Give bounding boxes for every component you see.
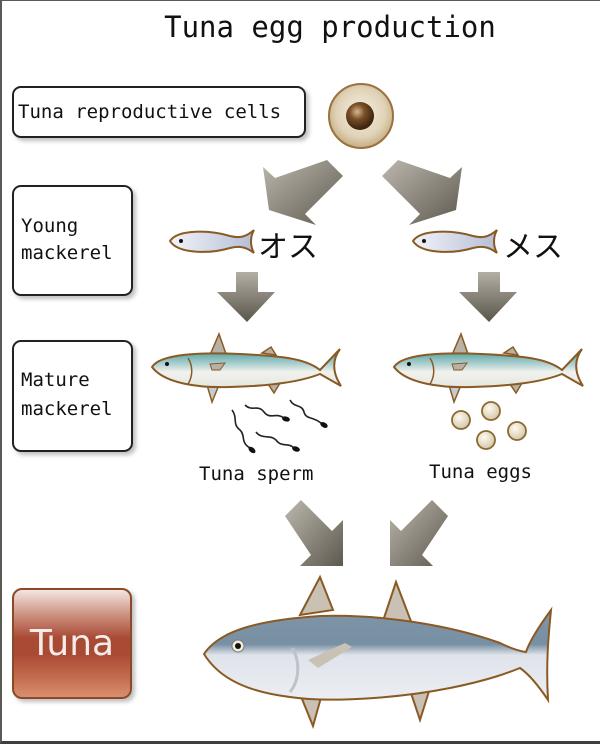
young-mackerel-icon	[168, 229, 255, 254]
label-mature-line2: mackerel	[21, 398, 113, 420]
eggs-caption: Tuna eggs	[429, 461, 532, 483]
arrow-icon	[263, 160, 343, 225]
mature-mackerel-icon	[150, 331, 342, 405]
sperm-caption: Tuna sperm	[199, 463, 314, 485]
label-reproductive-cells-text: Tuna reproductive cells	[18, 101, 282, 123]
male-label: オス	[258, 230, 318, 265]
label-mature-mackerel: Mature mackerel	[12, 340, 133, 452]
female-label: メス	[503, 230, 563, 265]
diagram-title: Tuna egg production	[164, 10, 496, 44]
mature-mackerel-icon	[392, 331, 584, 405]
label-tuna: Tuna	[12, 588, 132, 699]
label-young-mackerel: Young mackerel	[12, 185, 133, 296]
sperm-icon	[231, 399, 323, 449]
egg-icon	[451, 401, 527, 450]
arrow-icon	[382, 160, 462, 225]
label-reproductive-cells: Tuna reproductive cells	[12, 86, 306, 138]
label-young-line1: Young	[21, 215, 79, 237]
sperm-heads	[248, 416, 328, 454]
arrow-icon	[285, 500, 343, 566]
arrow-icon	[390, 500, 448, 566]
label-tuna-text: Tuna	[29, 623, 115, 664]
label-mature-line1: Mature	[21, 369, 90, 391]
young-mackerel-icon	[411, 229, 498, 254]
reproductive-cell-icon	[328, 83, 394, 149]
label-young-line2: mackerel	[21, 242, 113, 264]
arrow-icon	[217, 272, 275, 322]
tuna-fish-icon	[202, 574, 553, 730]
arrow-icon	[459, 272, 517, 322]
